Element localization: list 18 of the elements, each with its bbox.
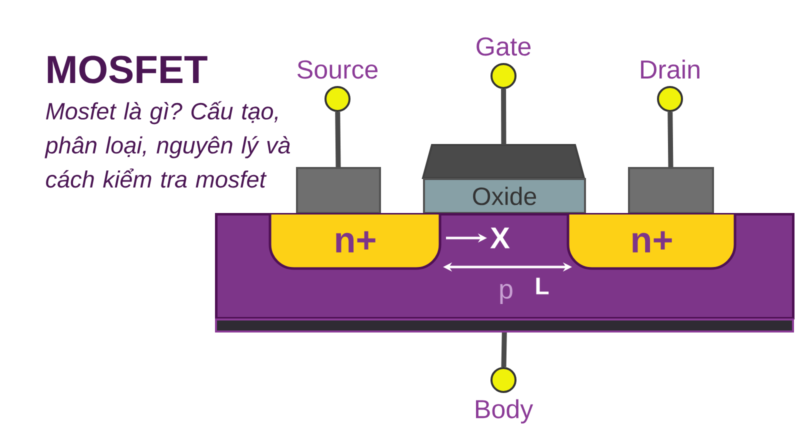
title: MOSFET xyxy=(48,56,208,84)
lead-wire xyxy=(335,112,341,168)
doped-region: n+ xyxy=(566,213,736,270)
lead-wire xyxy=(668,112,674,168)
symbol-label: X xyxy=(490,228,510,248)
metal-bar xyxy=(215,318,794,332)
terminal-label: Body xyxy=(476,399,534,424)
terminal-label: Gate xyxy=(476,37,531,56)
contact-pad xyxy=(628,167,714,214)
subtitle: Mosfet là gì? Cấu tạo, phân loại, nguyên lý và cách kiểm tra mosfet xyxy=(44,101,290,188)
lead-wire xyxy=(501,332,507,368)
terminal-label: Drain xyxy=(641,60,700,79)
contact-pad xyxy=(296,167,381,214)
symbol-label: L xyxy=(536,278,549,294)
oxide-layer: Oxide xyxy=(423,178,586,214)
terminal-label: Source xyxy=(297,60,378,79)
lead-wire xyxy=(501,88,506,145)
doped-region: n+ xyxy=(268,213,442,270)
